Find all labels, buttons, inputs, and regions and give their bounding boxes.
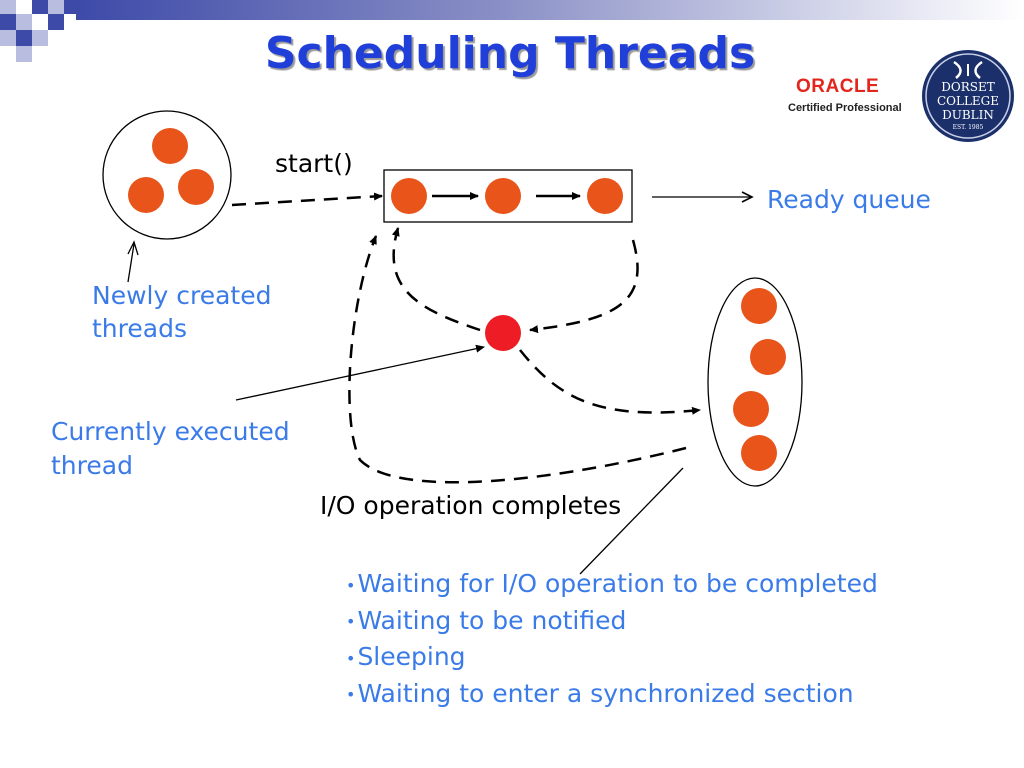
new-threads-pointer bbox=[127, 243, 135, 283]
io-complete-label: I/O operation completes bbox=[320, 491, 622, 520]
waiting-reason-text: Waiting for I/O operation to be complete… bbox=[357, 569, 878, 598]
newly-created-label-line1: Newly created bbox=[92, 281, 272, 310]
waiting-thread-dot bbox=[733, 391, 769, 427]
college-seal-emblem-icon bbox=[922, 50, 1014, 142]
ready-queue-box bbox=[383, 169, 633, 223]
waiting-reason-item: •Waiting to be notified bbox=[346, 605, 627, 635]
new-threads-pool bbox=[102, 110, 232, 240]
waiting-thread-dot bbox=[741, 288, 777, 324]
slide-title: Scheduling Threads bbox=[264, 28, 756, 79]
ready-thread-dot bbox=[391, 178, 427, 214]
oracle-subtitle: Certified Professional bbox=[788, 102, 902, 114]
waiting-reason-item: •Sleeping bbox=[346, 642, 466, 671]
oracle-certified-logo: ORACLE Certified Professional bbox=[782, 72, 910, 120]
preempt-arrow bbox=[391, 227, 481, 332]
waiting-reason-text: Sleeping bbox=[357, 642, 466, 671]
college-est: EST. 1985 bbox=[952, 124, 984, 131]
waiting-reason-item: •Waiting to enter a synchronized section bbox=[346, 678, 854, 708]
decorative-checker-squares bbox=[0, 0, 78, 62]
ready-queue-label: Ready queue bbox=[767, 185, 931, 214]
decorative-header-bar bbox=[76, 0, 1024, 20]
start-transition-arrow bbox=[231, 192, 383, 207]
ready-thread-dot bbox=[485, 178, 521, 214]
waiting-reason-text: Waiting to be notified bbox=[357, 605, 627, 635]
new-thread-dot bbox=[128, 177, 164, 213]
current-thread-pointer bbox=[235, 344, 485, 401]
current-thread-label-line2: thread bbox=[51, 451, 133, 480]
waiting-reasons-pointer bbox=[579, 467, 684, 575]
waiting-reason-text: Waiting to enter a synchronized section bbox=[357, 678, 854, 708]
dispatch-arrow bbox=[529, 239, 639, 334]
oracle-wordmark: ORACLE bbox=[796, 76, 880, 97]
waiting-reason-item: •Waiting for I/O operation to be complet… bbox=[346, 569, 878, 598]
newly-created-label-line2: threads bbox=[92, 314, 187, 343]
current-thread-label-line1: Currently executed bbox=[51, 417, 290, 446]
start-label: start() bbox=[275, 149, 353, 178]
waiting-thread-dot bbox=[741, 435, 777, 471]
waiting-reasons-list: •Waiting for I/O operation to be complet… bbox=[346, 566, 878, 712]
new-thread-dot bbox=[178, 169, 214, 205]
college-seal: DORSET COLLEGE DUBLIN EST. 1985 bbox=[920, 48, 1016, 144]
waiting-threads-pool bbox=[707, 277, 803, 487]
college-line-2: COLLEGE bbox=[936, 94, 1000, 108]
io-complete-arrow bbox=[348, 235, 687, 484]
running-thread-dot bbox=[485, 315, 521, 351]
new-thread-dot bbox=[152, 128, 188, 164]
college-line-1: DORSET bbox=[941, 80, 995, 94]
ready-thread-dot bbox=[587, 178, 623, 214]
waiting-thread-dot bbox=[750, 339, 786, 375]
wait-arrow bbox=[519, 349, 701, 415]
college-line-3: DUBLIN bbox=[942, 108, 994, 122]
